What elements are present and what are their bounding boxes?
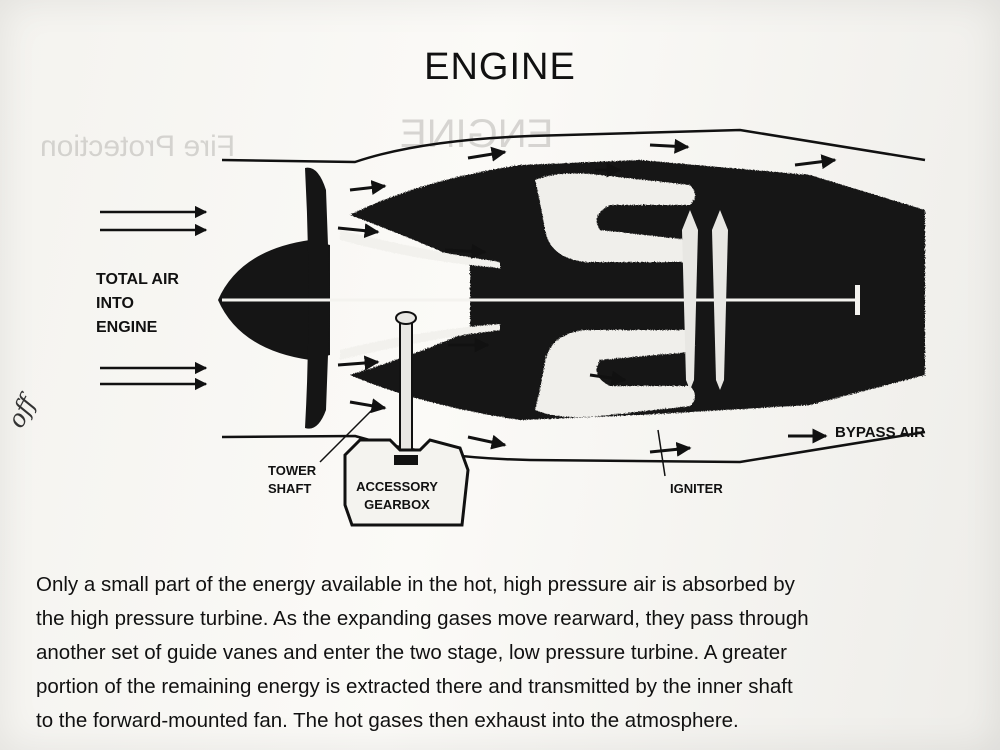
paragraph-line: portion of the remaining energy is extra… bbox=[36, 675, 793, 698]
paragraph-line: the high pressure turbine. As the expand… bbox=[36, 607, 809, 630]
body-paragraph: Only a small part of the energy availabl… bbox=[36, 568, 986, 738]
paragraph-line: to the forward-mounted fan. The hot gase… bbox=[36, 709, 739, 732]
label-bypass-air: BYPASS AIR bbox=[835, 424, 926, 441]
page-title: ENGINE bbox=[424, 46, 576, 88]
intake-arrows bbox=[100, 205, 208, 391]
label-total-air: TOTAL AIR INTO ENGINE bbox=[96, 268, 179, 340]
label-total-air-line2: INTO bbox=[96, 295, 134, 312]
label-tower-line1: TOWER bbox=[268, 463, 317, 478]
engine-core bbox=[340, 160, 925, 420]
paragraph-line: Only a small part of the energy availabl… bbox=[36, 573, 795, 596]
label-igniter: IGNITER bbox=[670, 481, 723, 496]
label-tower-line2: SHAFT bbox=[268, 481, 312, 496]
engine-diagram bbox=[100, 128, 926, 527]
label-tower-shaft: TOWER SHAFT bbox=[268, 462, 316, 498]
nacelle-upper-line bbox=[221, 128, 926, 164]
accessory-gearbox bbox=[343, 438, 470, 527]
label-gearbox-line1: ACCESSORY bbox=[356, 479, 438, 494]
exhaust-tip bbox=[855, 285, 860, 315]
label-total-air-line3: ENGINE bbox=[96, 319, 158, 336]
label-total-air-line1: TOTAL AIR bbox=[96, 271, 179, 288]
tower-shaft bbox=[399, 317, 413, 459]
flow-arrows bbox=[337, 138, 837, 457]
turbine-stages bbox=[682, 210, 728, 390]
label-accessory-gearbox: ACCESSORY GEARBOX bbox=[350, 478, 444, 514]
fan-blade bbox=[305, 167, 330, 429]
paragraph-line: another set of guide vanes and enter the… bbox=[36, 641, 788, 664]
label-gearbox-line2: GEARBOX bbox=[364, 497, 430, 512]
